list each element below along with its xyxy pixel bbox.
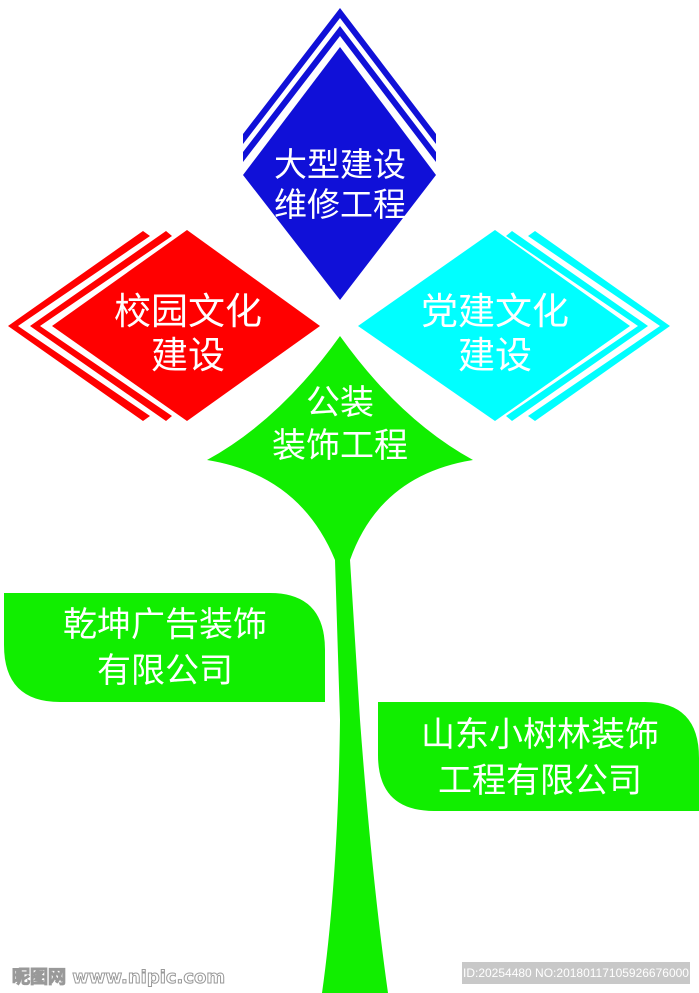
- diamond-bottom-label: 公装 装饰工程: [240, 382, 440, 467]
- label-line: 大型建设: [274, 145, 406, 184]
- label-line: 公装: [306, 383, 374, 423]
- label-line: 工程有限公司: [438, 760, 642, 801]
- label-line: 校园文化: [114, 290, 262, 333]
- label-line: 建设: [458, 333, 532, 377]
- label-line: 党建文化: [421, 290, 569, 333]
- label-line: 装饰工程: [272, 425, 408, 466]
- cyan-diamond: [358, 230, 670, 421]
- diamond-right-label: 党建文化 建设: [395, 290, 595, 377]
- green-tree: [4, 336, 699, 993]
- sign-right-label: 山东小树林装饰 工程有限公司: [385, 713, 695, 805]
- sign-right-shape: [378, 702, 699, 811]
- diamond-top-label: 大型建设 维修工程: [240, 145, 440, 224]
- sign-left-label: 乾坤广告装饰 有限公司: [20, 603, 310, 695]
- label-line: 有限公司: [97, 650, 233, 691]
- blue-diamond: [243, 8, 436, 300]
- label-line: 乾坤广告装饰: [63, 605, 267, 645]
- label-line: 维修工程: [274, 184, 406, 224]
- watermark-logo: 昵图网 www.nipic.com: [11, 967, 226, 989]
- label-line: 山东小树林装饰: [421, 715, 659, 755]
- label-line: 建设: [151, 333, 225, 377]
- watermark-id: ID:20254480 NO:20180117105926676000: [462, 962, 690, 984]
- sign-left-shape: [4, 593, 325, 702]
- diamond-left-label: 校园文化 建设: [88, 290, 288, 377]
- red-diamond: [8, 230, 320, 421]
